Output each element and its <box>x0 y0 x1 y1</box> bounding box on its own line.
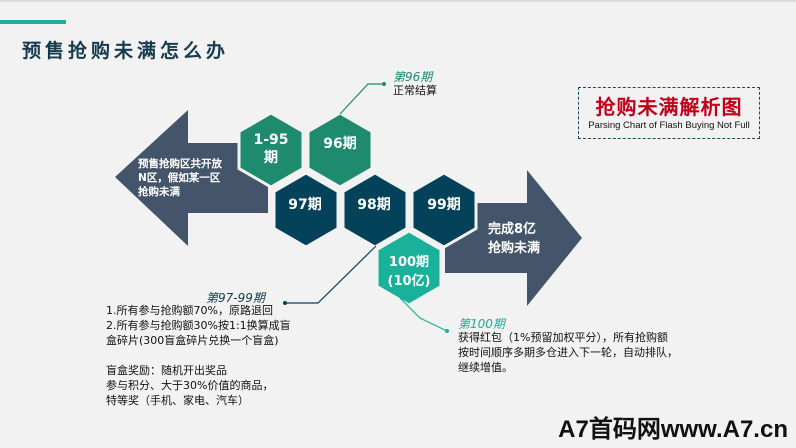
right-arrow-text: 完成8亿 抢购未满 <box>488 220 540 258</box>
hex-label-line: 1-95 <box>253 132 289 148</box>
legend-box: 抢购未满解析图 Parsing Chart of Flash Buying No… <box>578 87 760 139</box>
note-line: 按时间顺序多期多仓进入下一轮，自动排队， <box>458 346 678 359</box>
callout-100-heading: 第100期 <box>458 317 505 331</box>
callout-97-99-heading: 第97-99期 <box>206 291 265 305</box>
connector-97-99 <box>285 245 377 304</box>
connector-100-dot <box>445 329 449 333</box>
hexagon-5 <box>375 229 443 307</box>
hex-label-100: 100期 (10亿) <box>375 253 443 291</box>
legend-title: 抢购未满解析图 <box>595 95 743 119</box>
watermark: A7首码网www.A7.cn <box>558 416 788 443</box>
connector-96 <box>339 83 384 115</box>
callout-96-heading: 第96期 <box>393 70 433 84</box>
title-accent-bar <box>0 20 66 24</box>
hex-label-96: 96期 <box>323 136 357 152</box>
callout-96-text: 正常结算 <box>393 84 437 97</box>
hex-label-98: 98期 <box>357 197 391 213</box>
hexagon-0 <box>237 111 305 189</box>
hexagon-4 <box>410 171 478 249</box>
hex-label-97: 97期 <box>288 197 322 213</box>
hex-label-line: (10亿) <box>387 274 431 289</box>
left-arrow <box>115 110 268 246</box>
left-arrow-text: 预售抢购区共开放 N区，假如某一区 抢购未满 <box>138 157 222 199</box>
hex-label-line: 期 <box>264 150 278 166</box>
hexagon-2 <box>272 171 340 249</box>
right-arrow-line: 抢购未满 <box>488 241 541 256</box>
connector-100 <box>399 297 448 332</box>
note-line: 盲盒奖励：随机开出奖品 <box>106 364 227 377</box>
callout-97-99-text: 1.所有参与抢购额70%，原路退回 2.所有参与抢购额30%按1:1换算成盲 盒… <box>106 303 291 408</box>
connector-96-dot <box>382 82 386 86</box>
note-line: 盒碎片(300盲盒碎片兑换一个盲盒) <box>106 334 279 347</box>
left-arrow-line: 抢购未满 <box>138 186 180 198</box>
hex-label-1-95: 1-95 期 <box>241 131 301 167</box>
legend-subtitle: Parsing Chart of Flash Buying Not Full <box>588 120 750 131</box>
connector-97-99-dot <box>283 301 287 305</box>
note-line: 2.所有参与抢购额30%按1:1换算成盲 <box>106 319 291 332</box>
hex-label-line: 100期 <box>388 255 430 270</box>
top-border <box>0 0 796 2</box>
page-title: 预售抢购未满怎么办 <box>22 40 230 62</box>
left-arrow-line: 预售抢购区共开放 <box>138 158 222 170</box>
left-arrow-line: N区，假如某一区 <box>138 172 221 184</box>
note-line: 1.所有参与抢购额70%，原路退回 <box>106 304 273 317</box>
note-spacer <box>106 348 291 363</box>
callout-100-text: 获得红包（1%预留加权平分），所有抢购额 按时间顺序多期多仓进入下一轮，自动排队… <box>458 330 678 375</box>
note-line: 参与积分、大于30%价值的商品， <box>106 379 274 392</box>
hexagon-1 <box>306 111 374 189</box>
right-arrow-line: 完成8亿 <box>488 222 537 237</box>
hex-label-99: 99期 <box>427 197 461 213</box>
note-line: 特等奖（手机、家电、汽车） <box>106 394 249 407</box>
note-line: 获得红包（1%预留加权平分），所有抢购额 <box>458 331 668 344</box>
right-arrow <box>445 170 582 306</box>
note-line: 继续增值。 <box>458 361 513 374</box>
